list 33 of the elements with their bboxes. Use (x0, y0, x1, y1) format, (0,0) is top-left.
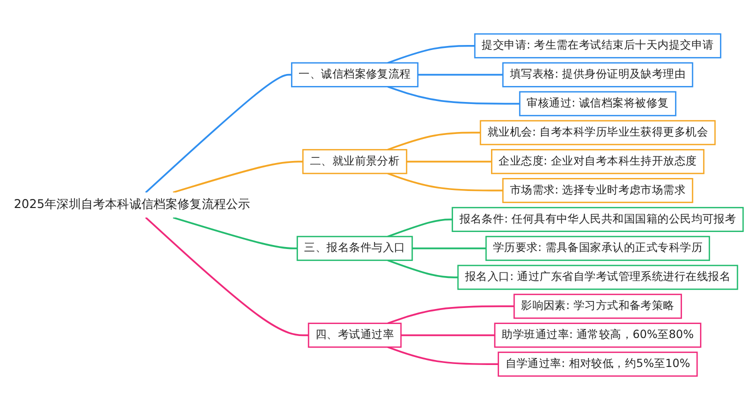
connector (387, 346, 498, 366)
node-box: 助学班通过率: 通常较高，60%至80% (494, 322, 702, 348)
node-box: 四、考试通过率 (308, 322, 402, 348)
node-box: 一、诚信档案修复流程 (291, 62, 418, 88)
node-box: 报名条件: 任何具有中华人民共和国国籍的公民均可报考 (452, 206, 744, 232)
connector (412, 248, 486, 250)
node-box: 报名入口: 通过广东省自学考试管理系统进行在线报名 (457, 264, 738, 290)
connector (387, 172, 503, 192)
connector (418, 74, 503, 76)
connector (387, 44, 475, 64)
connector (172, 160, 303, 194)
connector (387, 305, 514, 324)
node-box: 企业态度: 企业对自考本科生持开放态度 (491, 149, 704, 174)
connector (145, 74, 292, 194)
connector (400, 334, 495, 336)
connector (387, 259, 458, 278)
connector (406, 160, 492, 162)
connector (145, 216, 309, 336)
connector (387, 132, 480, 151)
node-box: 自学通过率: 相对较低，约5%至10% (498, 352, 698, 377)
node-box: 学历要求: 需具备国家承认的正式专科学历 (485, 236, 710, 261)
node-text: 2025年深圳自考本科诚信档案修复流程公示 (14, 198, 250, 212)
node-box: 审核通过: 诚信档案将被修复 (519, 91, 676, 116)
node-box: 二、就业前景分析 (302, 149, 408, 174)
connector (172, 216, 298, 250)
node-box: 填写表格: 提供身份证明及缺考理由 (502, 62, 694, 88)
node-box: 市场需求: 选择专业时考虑市场需求 (502, 178, 694, 204)
node-box: 就业机会: 自考本科学历毕业生获得更多机会 (480, 120, 716, 146)
node-box: 三、报名条件与入口 (296, 236, 413, 261)
connector (387, 218, 452, 238)
node-box: 影响因素: 学习方式和备考策略 (514, 294, 682, 319)
connector (387, 86, 520, 105)
node-box: 提交申请: 考生需在考试结束后十天内提交申请 (474, 33, 722, 58)
